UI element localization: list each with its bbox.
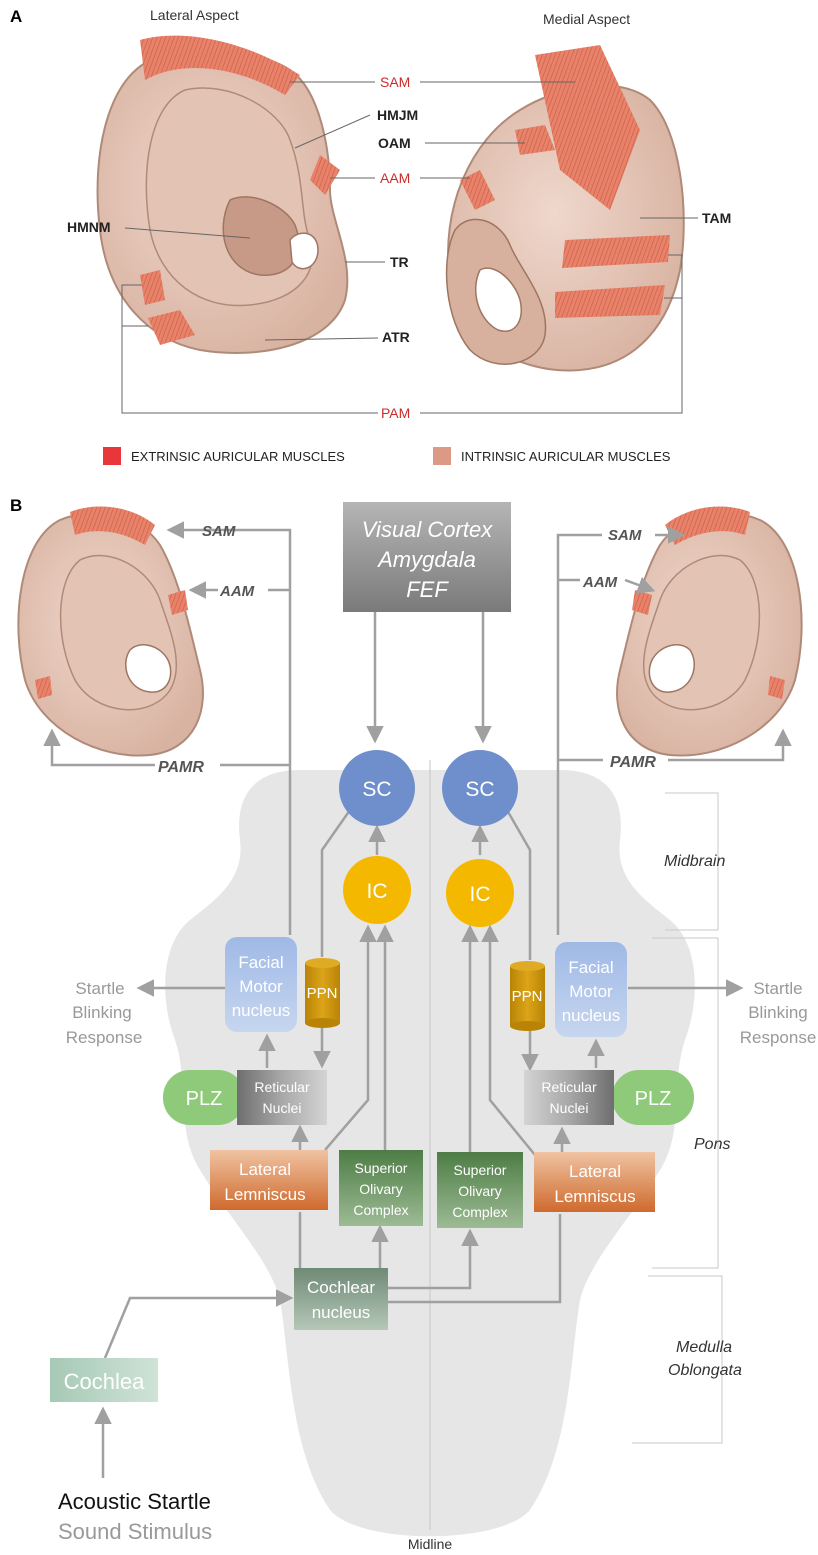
legend-intrinsic-swatch — [433, 447, 451, 465]
right-ear-small-illustration — [617, 506, 802, 755]
ppn-right-label: PPN — [512, 988, 543, 1005]
startle-right-line-1: Startle — [753, 979, 802, 998]
lateral-lemniscus-left: Lateral Lemniscus — [210, 1150, 328, 1210]
cortex-line-3: FEF — [406, 577, 449, 602]
right-label-pamr: PAMR — [610, 754, 656, 771]
label-oam: OAM — [378, 135, 411, 151]
facial-right-line-1: Facial — [568, 958, 613, 977]
sc-left-label: SC — [362, 778, 391, 801]
soc-right-line-2: Olivary — [458, 1183, 502, 1199]
lemniscus-left-line-1: Lateral — [239, 1160, 291, 1179]
ic-right-label: IC — [470, 883, 491, 906]
panel-a-letter: A — [10, 7, 22, 26]
soc-left-line-2: Olivary — [359, 1181, 403, 1197]
startle-left-line-3: Response — [66, 1028, 143, 1047]
midline-label: Midline — [408, 1536, 453, 1552]
left-label-aam: AAM — [219, 583, 255, 600]
superior-olivary-complex-right: Superior Olivary Complex — [437, 1152, 523, 1228]
medial-aspect-title: Medial Aspect — [543, 11, 630, 27]
lateral-lemniscus-right: Lateral Lemniscus — [534, 1152, 655, 1212]
cortex-line-2: Amygdala — [376, 547, 476, 572]
cortex-box: Visual Cortex Amygdala FEF — [343, 502, 511, 612]
cochlear-nucleus-line-1: Cochlear — [307, 1278, 375, 1297]
left-label-pamr: PAMR — [158, 759, 204, 776]
facial-left-line-3: nucleus — [232, 1001, 291, 1020]
cochlear-nucleus-line-2: nucleus — [312, 1303, 371, 1322]
right-label-aam: AAM — [582, 574, 618, 591]
lateral-ear-illustration — [98, 36, 348, 353]
facial-motor-nucleus-right: Facial Motor nucleus — [555, 942, 627, 1037]
cochlear-nucleus-box: Cochlear nucleus — [294, 1268, 388, 1330]
startle-right-line-2: Blinking — [748, 1003, 808, 1022]
reticular-right-line-1: Reticular — [541, 1079, 597, 1095]
ppn-left-cylinder: PPN — [305, 958, 340, 1028]
cochlea-label: Cochlea — [64, 1369, 145, 1394]
reticular-left-line-2: Nuclei — [263, 1100, 302, 1116]
lemniscus-right-line-1: Lateral — [569, 1162, 621, 1181]
label-tr: TR — [390, 254, 409, 270]
label-sam: SAM — [380, 74, 410, 90]
facial-motor-nucleus-left: Facial Motor nucleus — [225, 937, 297, 1032]
lemniscus-right-line-2: Lemniscus — [554, 1187, 635, 1206]
reticular-nuclei-left: Reticular Nuclei — [237, 1070, 327, 1125]
reticular-right-line-2: Nuclei — [550, 1100, 589, 1116]
region-medulla-1: Medulla — [676, 1339, 732, 1356]
region-medulla-2: Oblongata — [668, 1362, 742, 1379]
left-label-sam: SAM — [202, 523, 236, 540]
label-hmnm: HMNM — [67, 219, 111, 235]
ic-left-label: IC — [367, 880, 388, 903]
panel-b-letter: B — [10, 496, 22, 515]
legend-extrinsic-label: EXTRINSIC AURICULAR MUSCLES — [131, 449, 345, 464]
facial-left-line-1: Facial — [238, 953, 283, 972]
startle-response-left: Startle Blinking Response — [66, 979, 143, 1047]
soc-left-line-3: Complex — [353, 1202, 408, 1218]
label-aam: AAM — [380, 170, 410, 186]
facial-right-line-3: nucleus — [562, 1006, 621, 1025]
right-label-sam: SAM — [608, 527, 642, 544]
soc-left-line-1: Superior — [355, 1160, 408, 1176]
region-midbrain: Midbrain — [664, 853, 725, 870]
sc-right-label: SC — [465, 778, 494, 801]
plz-right-label: PLZ — [635, 1088, 672, 1110]
ppn-right-cylinder: PPN — [510, 961, 545, 1031]
stimulus-line-2: Sound Stimulus — [58, 1519, 212, 1544]
reticular-left-line-1: Reticular — [254, 1079, 310, 1095]
label-tam: TAM — [702, 210, 731, 226]
startle-left-line-2: Blinking — [72, 1003, 132, 1022]
soc-right-line-1: Superior — [454, 1162, 507, 1178]
startle-response-right: Startle Blinking Response — [740, 979, 817, 1047]
facial-right-line-2: Motor — [569, 982, 613, 1001]
lateral-aspect-title: Lateral Aspect — [150, 7, 239, 23]
legend-intrinsic-label: INTRINSIC AURICULAR MUSCLES — [461, 449, 671, 464]
soc-right-line-3: Complex — [452, 1204, 507, 1220]
facial-left-line-2: Motor — [239, 977, 283, 996]
startle-left-line-1: Startle — [75, 979, 124, 998]
region-pons: Pons — [694, 1136, 730, 1153]
legend-extrinsic-swatch — [103, 447, 121, 465]
plz-left-label: PLZ — [186, 1088, 223, 1110]
superior-olivary-complex-left: Superior Olivary Complex — [339, 1150, 423, 1226]
ppn-left-label: PPN — [307, 985, 338, 1002]
stimulus-line-1: Acoustic Startle — [58, 1489, 211, 1514]
label-atr: ATR — [382, 329, 410, 345]
startle-right-line-3: Response — [740, 1028, 817, 1047]
label-hmjm: HMJM — [377, 107, 418, 123]
medial-ear-illustration — [447, 45, 684, 370]
cortex-line-1: Visual Cortex — [362, 517, 493, 542]
reticular-nuclei-right: Reticular Nuclei — [524, 1070, 614, 1125]
label-pam: PAM — [381, 405, 410, 421]
left-ear-small-illustration — [18, 506, 203, 755]
lemniscus-left-line-2: Lemniscus — [224, 1185, 305, 1204]
